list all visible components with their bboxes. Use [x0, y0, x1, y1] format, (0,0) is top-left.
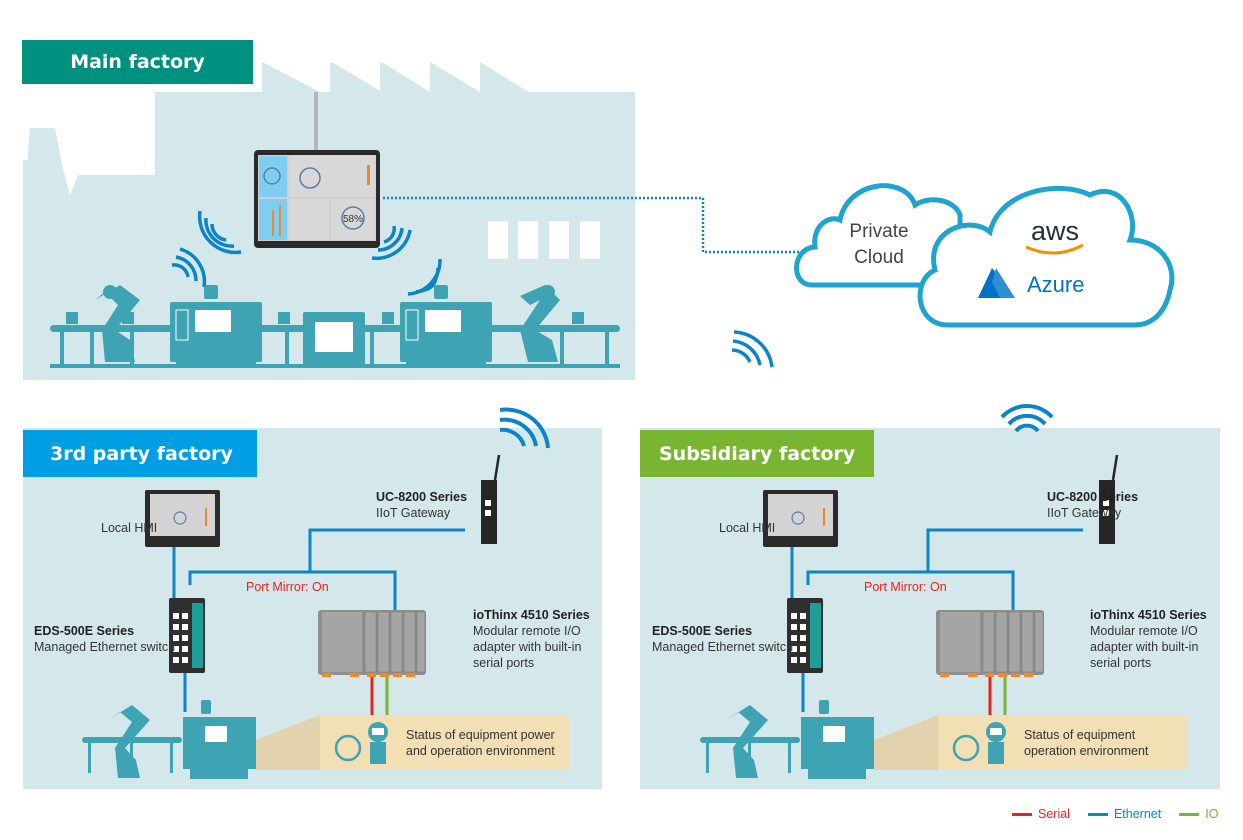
wifi-signal-icon: [731, 330, 774, 368]
port-mirror-label: Port Mirror: On: [864, 580, 947, 594]
port-mirror-label: Port Mirror: On: [246, 580, 329, 594]
legend-serial-swatch: [1012, 812, 1032, 816]
third-party-factory-title: 3rd party factory: [23, 430, 257, 477]
aws-logo-text: aws: [1031, 216, 1079, 246]
switch-label: EDS-500E Series Managed Ethernet switch: [34, 623, 175, 655]
factory-windows: [488, 221, 600, 259]
switch-name: EDS-500E Series: [652, 624, 753, 638]
io-name: ioThinx 4510 Series: [1090, 608, 1207, 622]
aws-smile-icon: [1025, 243, 1084, 255]
gateway-label: UC-8200 Series IIoT Gateway: [376, 489, 467, 521]
status-line: and operation environment: [406, 744, 555, 758]
local-hmi-label: Local HMI: [719, 521, 776, 535]
io-desc: adapter with built-in: [473, 640, 582, 654]
legend: Serial Ethernet IO: [1012, 807, 1218, 821]
central-hmi-monitor: [254, 150, 380, 248]
status-line: Status of equipment: [1024, 728, 1136, 742]
azure-label: Azure: [1027, 272, 1084, 297]
switch-label: EDS-500E Series Managed Ethernet switch: [652, 623, 793, 655]
io-desc: adapter with built-in: [1090, 640, 1199, 654]
io-adapter-label: ioThinx 4510 Series Modular remote I/O a…: [1090, 607, 1207, 671]
private-cloud-label: Private: [849, 221, 908, 242]
switch-name: EDS-500E Series: [34, 624, 135, 638]
wifi-signal-icon: [499, 407, 550, 449]
gateway-desc: IIoT Gateway: [376, 506, 451, 520]
io-adapter-label: ioThinx 4510 Series Modular remote I/O a…: [473, 607, 590, 671]
legend-io-label: IO: [1205, 807, 1219, 821]
io-name: ioThinx 4510 Series: [473, 608, 590, 622]
gateway-label: UC-8200 Series IIoT Gateway: [1047, 489, 1138, 521]
io-desc: Modular remote I/O: [1090, 624, 1198, 638]
gateway-desc: IIoT Gateway: [1047, 506, 1122, 520]
gateway-name: UC-8200 Series: [1047, 490, 1139, 504]
main-factory-title-text: Main factory: [70, 51, 205, 73]
hmi-mount-pole: [314, 92, 318, 150]
switch-desc: Managed Ethernet switch: [652, 640, 794, 654]
status-label: Status of equipment operation environmen…: [1024, 727, 1148, 759]
wifi-signal-icon: [171, 210, 442, 296]
chimney-cutout: [23, 92, 155, 210]
io-desc: serial ports: [473, 656, 535, 670]
gateway-name: UC-8200 Series: [376, 490, 468, 504]
local-hmi-label: Local HMI: [101, 521, 158, 535]
main-factory-title: Main factory: [22, 40, 253, 84]
status-label: Status of equipment power and operation …: [406, 727, 555, 759]
legend-io-swatch: [1179, 812, 1200, 816]
io-desc: serial ports: [1090, 656, 1152, 670]
subsidiary-factory-title: Subsidiary factory: [640, 430, 874, 477]
status-line: operation environment: [1024, 744, 1149, 758]
cloud-connection-line: [383, 196, 810, 254]
legend-ethernet-label: Ethernet: [1113, 807, 1162, 821]
subsidiary-factory-title-text: Subsidiary factory: [659, 442, 856, 465]
private-cloud-label-2: Cloud: [854, 247, 904, 268]
legend-ethernet-swatch: [1087, 812, 1108, 816]
io-desc: Modular remote I/O: [473, 624, 581, 638]
legend-serial-label: Serial: [1038, 807, 1070, 821]
wifi-signal-icon: [1000, 404, 1054, 433]
third-party-factory-title-text: 3rd party factory: [50, 442, 233, 465]
hmi-gauge-value: 58%: [343, 214, 363, 225]
private-cloud: [794, 183, 963, 288]
switch-desc: Managed Ethernet switch: [34, 640, 176, 654]
status-line: Status of equipment power: [406, 728, 555, 742]
roof-sawtooth: [262, 62, 635, 158]
